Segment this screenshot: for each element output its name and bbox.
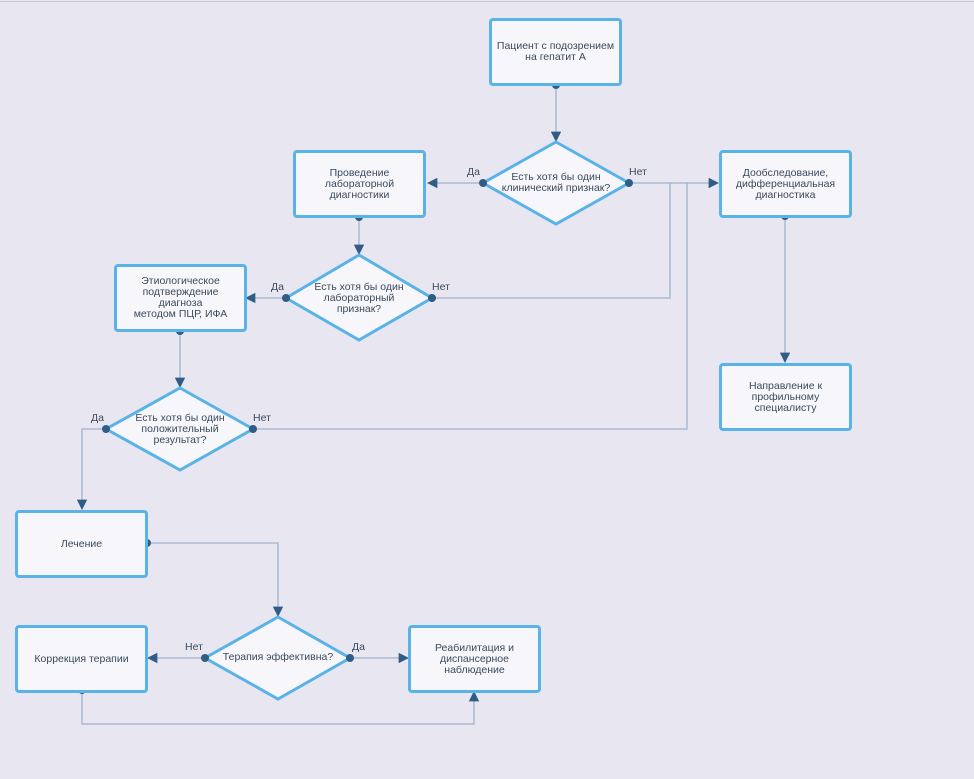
decision-lab-label[interactable]: Есть хотя бы один лабораторный признак? xyxy=(314,281,404,315)
node-lab-diagnostics[interactable]: Проведение лабораторной диагностики xyxy=(293,150,426,218)
decision-clinical-diamond xyxy=(479,140,633,226)
edge-label-effective-yes: Да xyxy=(352,641,365,653)
decision-effective-label[interactable]: Терапия эффективна? xyxy=(222,651,334,663)
node-referral[interactable]: Направление к профильному специалисту xyxy=(719,363,852,431)
edge-label-positive-no: Нет xyxy=(253,412,271,424)
edge-lab-no xyxy=(432,183,671,299)
node-treatment[interactable]: Лечение xyxy=(15,510,148,578)
edge-treatment-to-effective xyxy=(147,542,284,618)
node-correction[interactable]: Коррекция терапии xyxy=(15,625,148,693)
node-rehab[interactable]: Реабилитация и диспансерное наблюдение xyxy=(408,625,541,693)
edge-correction-loop xyxy=(81,690,480,725)
decision-lab-diamond xyxy=(283,253,435,342)
edge-positive-yes xyxy=(76,428,106,511)
decision-clinical-label[interactable]: Есть хотя бы один клинический признак? xyxy=(501,171,611,194)
edge-label-effective-no: Нет xyxy=(185,641,203,653)
edge-label-positive-yes: Да xyxy=(91,412,104,424)
decision-effective-diamond xyxy=(201,615,354,701)
edge-label-clinical-yes: Да xyxy=(467,166,480,178)
edge-positive-no xyxy=(253,183,688,430)
decision-positive-label[interactable]: Есть хотя бы один положительный результа… xyxy=(135,412,225,446)
node-extra-exam[interactable]: Дообследование, дифференциальная диагнос… xyxy=(719,150,852,218)
edge-label-lab-no: Нет xyxy=(432,281,450,293)
node-start[interactable]: Пациент с подозрением на гепатит А xyxy=(489,18,622,86)
decision-positive-diamond xyxy=(102,386,257,472)
edge-label-clinical-no: Нет xyxy=(629,166,647,178)
node-etiology[interactable]: Этиологическое подтверждение диагноза ме… xyxy=(114,264,247,332)
edge-label-lab-yes: Да xyxy=(271,281,284,293)
